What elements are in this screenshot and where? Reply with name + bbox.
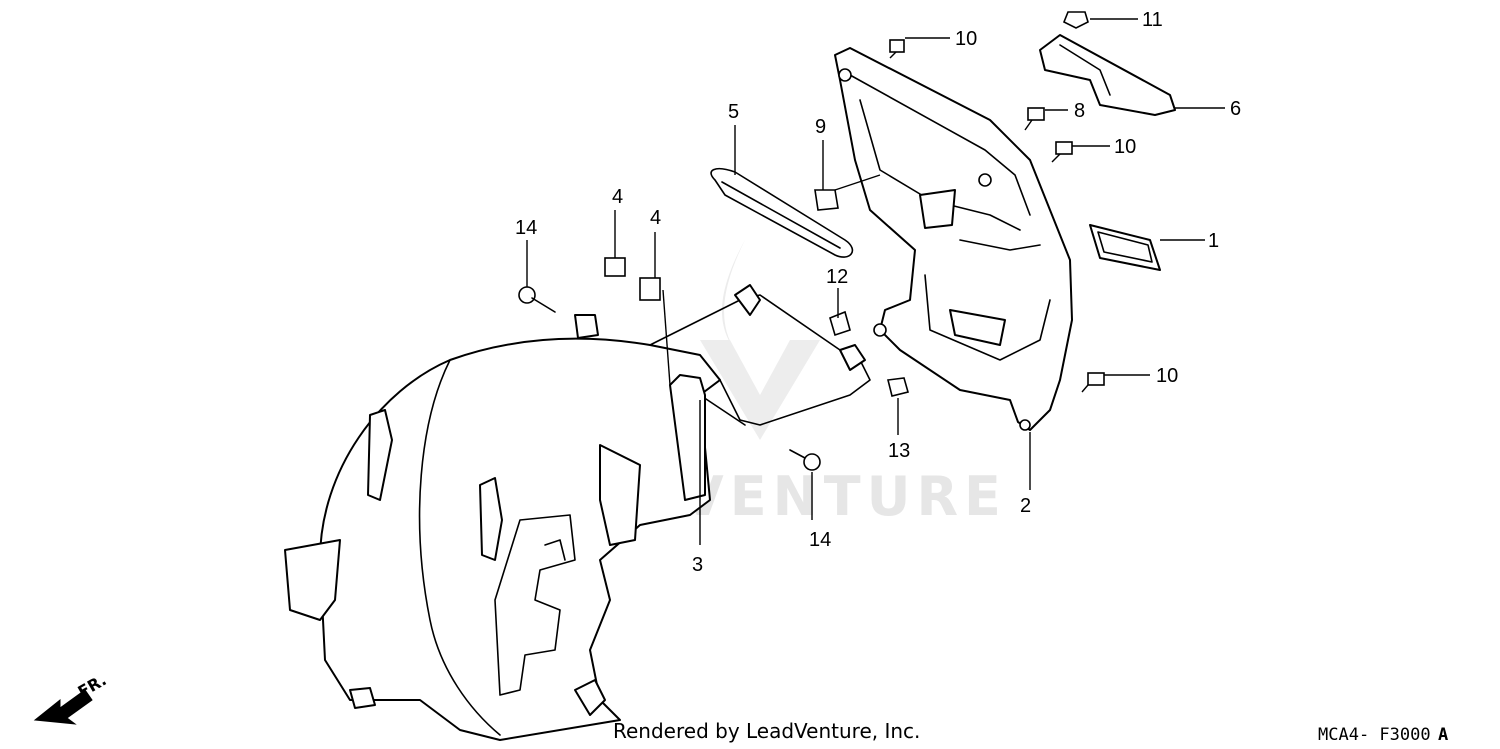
diagram-code-suffix: A bbox=[1438, 725, 1448, 745]
callout-9: 9 bbox=[815, 116, 826, 138]
callout-12: 12 bbox=[826, 266, 848, 288]
seal-inner-line bbox=[721, 181, 841, 249]
part-reflector bbox=[1089, 224, 1161, 271]
callout-4a: 4 bbox=[612, 186, 623, 208]
callout-10b: 10 bbox=[1114, 136, 1136, 158]
hardware bbox=[518, 11, 1105, 471]
front-direction-indicator: FR. bbox=[33, 670, 110, 725]
callout-3: 3 bbox=[692, 554, 703, 576]
render-credit: Rendered by LeadVenture, Inc. bbox=[613, 719, 920, 743]
front-arrow-icon bbox=[33, 689, 93, 725]
callout-8: 8 bbox=[1074, 100, 1085, 122]
callout-5: 5 bbox=[728, 101, 739, 123]
callout-10a: 10 bbox=[955, 28, 977, 50]
callout-2: 2 bbox=[1020, 495, 1031, 517]
part-rear-cover bbox=[834, 47, 1073, 431]
part-bracket bbox=[1039, 34, 1176, 116]
callout-14a: 14 bbox=[515, 217, 537, 239]
part-inner-fender bbox=[284, 284, 871, 741]
callout-4b: 4 bbox=[650, 207, 661, 229]
callout-11: 11 bbox=[1142, 9, 1163, 31]
callout-14b: 14 bbox=[809, 529, 831, 551]
callout-10c: 10 bbox=[1156, 365, 1178, 387]
callouts: 1 2 3 4 4 5 6 8 9 10 10 10 11 12 13 14 1… bbox=[515, 9, 1241, 576]
callout-1: 1 bbox=[1208, 230, 1219, 252]
callout-6: 6 bbox=[1230, 98, 1241, 120]
callout-13: 13 bbox=[888, 440, 910, 462]
leader-lines bbox=[526, 18, 1225, 545]
diagram-code: MCA4- F3000 bbox=[1318, 725, 1431, 745]
part-seal bbox=[710, 168, 854, 258]
